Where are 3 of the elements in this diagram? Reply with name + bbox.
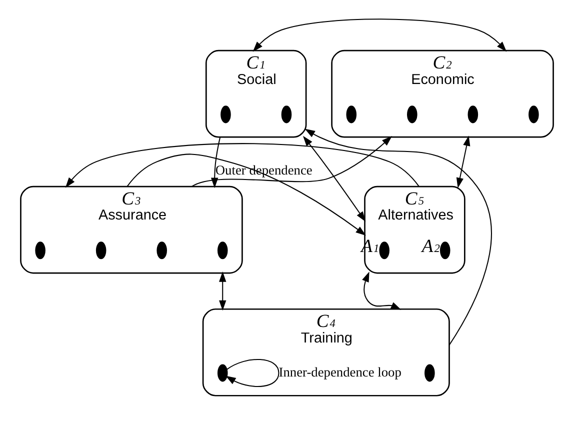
- node-label: A2: [422, 235, 440, 256]
- edge-label: Outer dependence: [215, 162, 312, 178]
- edge-label: Inner-dependence loop: [278, 364, 402, 379]
